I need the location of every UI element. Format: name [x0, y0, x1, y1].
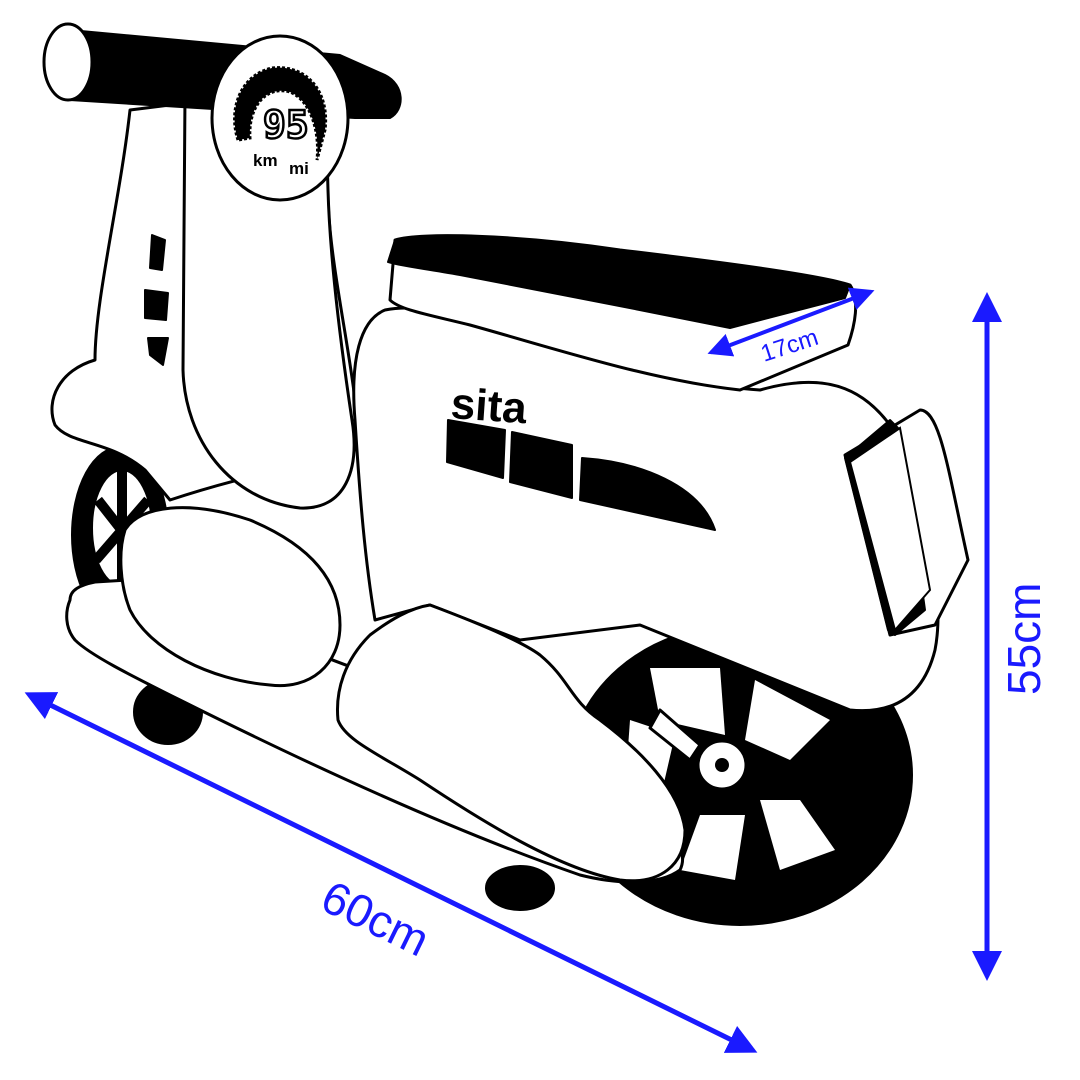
length-arrow-icon [24, 692, 758, 1053]
shield-inner-panel [181, 93, 356, 510]
speedometer-unit-km: km [253, 151, 278, 170]
tail-light [843, 408, 970, 637]
speedometer-reading: 95 [263, 103, 309, 147]
seat-width-arrow-icon [707, 287, 875, 357]
front-fender [119, 506, 342, 688]
left-grip [42, 22, 94, 102]
height-label: 55cm [998, 583, 1050, 695]
speedometer-unit-mi: mi [289, 159, 309, 178]
dimension-height: 55cm [972, 292, 1050, 981]
gauge-ring [233, 66, 328, 161]
body-stripes [446, 419, 716, 531]
speedometer: 95 km mi [210, 34, 350, 202]
shield-vents [144, 234, 169, 366]
rear-support-wheel [485, 865, 555, 911]
